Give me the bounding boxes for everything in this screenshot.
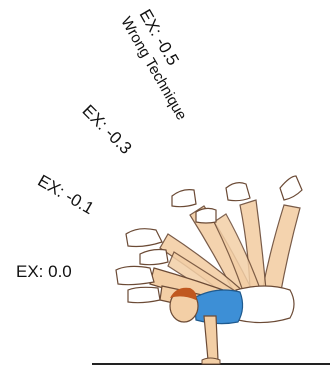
gymnast-head <box>170 288 198 322</box>
gymnast-shirt <box>194 290 243 324</box>
label-ex-0-0: EX: 0.0 <box>16 262 72 282</box>
gymnast-arm <box>204 316 218 360</box>
gymnast-shorts <box>236 286 294 323</box>
